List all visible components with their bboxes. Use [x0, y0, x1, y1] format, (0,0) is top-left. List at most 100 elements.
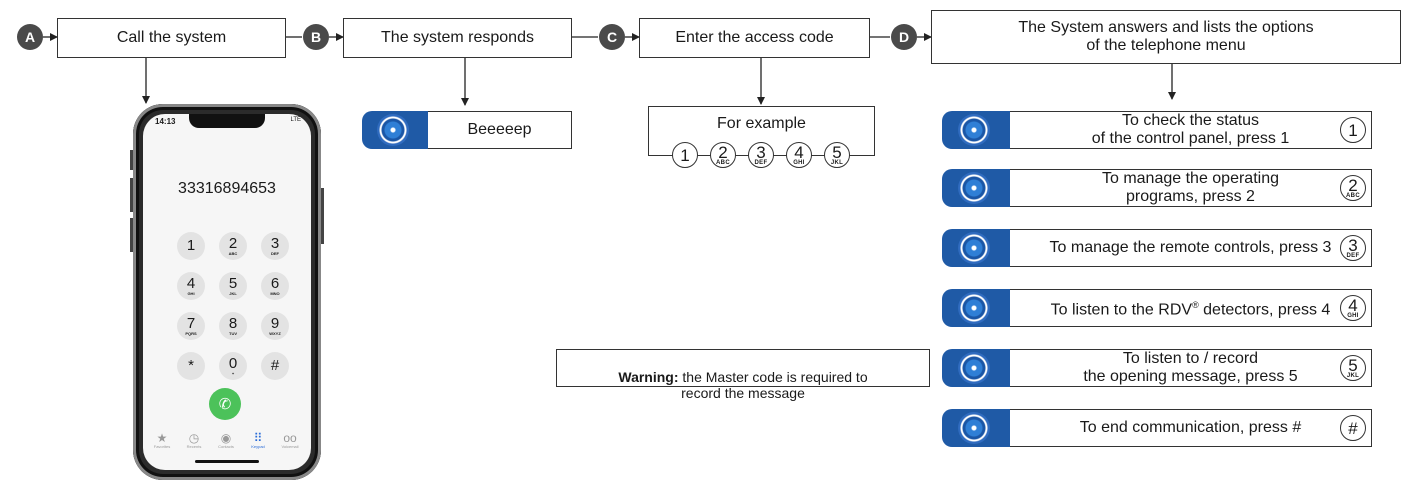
- tab-contacts[interactable]: ◉Contacts: [211, 432, 241, 450]
- example-key-1: 1: [672, 142, 698, 168]
- keypad-digit: #: [270, 357, 280, 374]
- key-letters: GHI: [1347, 312, 1359, 319]
- keypad-digit: 7: [186, 314, 196, 332]
- key-number: 3: [1348, 235, 1358, 255]
- tab-favorites[interactable]: ★Favorites: [147, 432, 177, 450]
- key-number: 1: [1348, 120, 1358, 140]
- key-number: 5: [1348, 355, 1358, 375]
- key-number: 2: [718, 142, 728, 162]
- keypad-digit: 5: [228, 274, 238, 292]
- keypad-digit: 9: [270, 314, 280, 332]
- example-title: For example: [717, 115, 806, 132]
- key-letters: ABC: [1346, 192, 1360, 199]
- speaker-icon: [942, 349, 1010, 387]
- status-time: 14:13: [155, 117, 176, 126]
- menu-option-2: To manage the operating programs, press …: [942, 169, 1402, 207]
- phone-notch: [189, 114, 265, 128]
- key-letters: GHI: [793, 159, 805, 166]
- keypad-letters: GHI: [187, 290, 195, 296]
- menu-option-6: To end communication, press ##: [942, 409, 1402, 447]
- contacts-icon: ◉: [220, 431, 232, 445]
- option-text: To listen to the RDV® detectors, press 4: [1010, 289, 1372, 327]
- step-badge-b: B: [303, 24, 329, 50]
- beep-response: Beeeeep: [362, 111, 572, 149]
- voicemail-icon: oo: [283, 431, 297, 445]
- key-number: 1: [680, 145, 690, 165]
- home-indicator: [195, 460, 259, 463]
- keypad-digit: 0: [228, 354, 238, 372]
- step-badge-a: A: [17, 24, 43, 50]
- keypad-letters: DEF: [271, 250, 279, 256]
- speaker-icon: [942, 229, 1010, 267]
- warning-text: the Master code is required to record th…: [681, 369, 868, 401]
- option-text: To manage the remote controls, press 3: [1010, 229, 1372, 267]
- speaker-icon: [942, 169, 1010, 207]
- tab-label: Favorites: [153, 444, 171, 449]
- key-number: 4: [794, 142, 804, 162]
- step-box-call-system: Call the system: [57, 18, 286, 58]
- speaker-icon: [942, 289, 1010, 327]
- keypad-key-star[interactable]: *: [177, 352, 205, 380]
- speaker-icon: [942, 409, 1010, 447]
- step-box-system-responds: The system responds: [343, 18, 572, 58]
- keypad-digit: 4: [186, 274, 196, 292]
- keypad-key-hash[interactable]: #: [261, 352, 289, 380]
- step-box-system-answers: The System answers and lists the options…: [931, 10, 1401, 64]
- tab-keypad[interactable]: ⠿Keypad: [243, 432, 273, 450]
- tab-label: Voicemail: [281, 444, 299, 449]
- key-number: 5: [832, 142, 842, 162]
- step-badge-d: D: [891, 24, 917, 50]
- tab-recents[interactable]: ◷Recents: [179, 432, 209, 450]
- speaker-icon: [942, 111, 1010, 149]
- key-number: #: [1348, 418, 1358, 438]
- menu-option-5: To listen to / record the opening messag…: [942, 349, 1402, 387]
- keypad-digit: 2: [228, 234, 238, 252]
- key-letters: DEF: [1346, 252, 1360, 259]
- step-text: Enter the access code: [675, 29, 834, 46]
- beep-text: Beeeeep: [428, 111, 572, 149]
- option-key-1: 1: [1340, 117, 1366, 143]
- option-key-#: #: [1340, 415, 1366, 441]
- warning-box: Warning: the Master code is required to …: [556, 349, 930, 401]
- option-text: To check the status of the control panel…: [1010, 111, 1372, 149]
- keypad-digit: *: [188, 357, 194, 374]
- keypad-key-1[interactable]: 1: [177, 232, 205, 260]
- keypad-letters: TUV: [229, 330, 237, 336]
- key-letters: DEF: [754, 159, 768, 166]
- key-letters: JKL: [830, 159, 844, 166]
- key-number: 4: [1348, 295, 1358, 315]
- step-badge-c: C: [599, 24, 625, 50]
- call-icon[interactable]: ✆: [209, 388, 241, 420]
- keypad-key-0[interactable]: 0+: [219, 352, 247, 380]
- key-letters: ABC: [716, 159, 730, 166]
- recents-icon: ◷: [188, 431, 200, 445]
- tab-label: Contacts: [218, 444, 234, 449]
- keypad-digit: 6: [270, 274, 280, 292]
- warning-label: Warning:: [618, 369, 679, 385]
- key-letters: JKL: [1346, 372, 1360, 379]
- step-text: Call the system: [116, 29, 227, 46]
- keypad-digit: 8: [228, 314, 238, 332]
- tab-label: Keypad: [251, 444, 265, 449]
- keypad-letters: PQRS: [185, 330, 197, 336]
- keypad-letters: ABC: [228, 250, 238, 256]
- option-text: To manage the operating programs, press …: [1010, 169, 1372, 207]
